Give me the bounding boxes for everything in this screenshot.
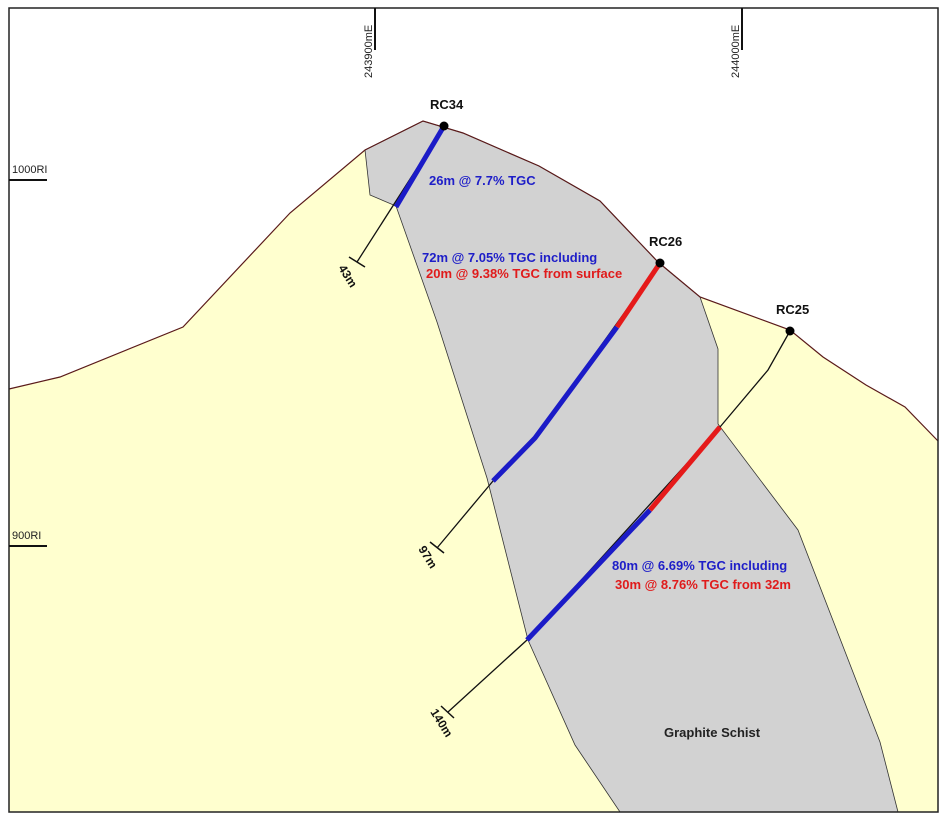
rl-label-900: 900RI bbox=[12, 530, 41, 542]
unit-label-graphite-schist: Graphite Schist bbox=[664, 725, 761, 740]
map-frame bbox=[8, 7, 939, 813]
blue-intercept-rc26 bbox=[491, 325, 620, 483]
rl-label-1000: 1000RI bbox=[12, 164, 47, 176]
topography-line bbox=[8, 120, 939, 442]
intercept-text-rc26-main: 72m @ 7.05% TGC including bbox=[422, 250, 597, 265]
intercept-text-rc34: 26m @ 7.7% TGC bbox=[429, 173, 536, 188]
blue-intercept-rc25 bbox=[525, 508, 652, 642]
end-tick-rc26 bbox=[429, 541, 445, 554]
easting-label-243900: 243900mE bbox=[363, 25, 375, 78]
collar-rc26 bbox=[655, 258, 665, 268]
hole-label-rc25: RC25 bbox=[776, 302, 809, 317]
hole-label-rc26: RC26 bbox=[649, 234, 682, 249]
intercept-text-rc25-main: 80m @ 6.69% TGC including bbox=[612, 558, 787, 573]
collar-rc34 bbox=[439, 121, 449, 131]
easting-label-244000: 244000mE bbox=[730, 25, 742, 78]
intercept-text-rc25-sub: 30m @ 8.76% TGC from 32m bbox=[615, 577, 791, 592]
end-tick-rc25 bbox=[440, 705, 455, 719]
drillhole-rc26: RC26 97m bbox=[415, 234, 682, 571]
intercept-text-rc26-sub: 20m @ 9.38% TGC from surface bbox=[426, 266, 622, 281]
end-tick-rc34 bbox=[348, 256, 366, 268]
red-intercept-rc26 bbox=[614, 261, 663, 329]
blue-intercept-rc34 bbox=[393, 124, 447, 209]
red-intercept-rc25 bbox=[648, 425, 722, 512]
collar-rc25 bbox=[785, 326, 795, 336]
hole-label-rc34: RC34 bbox=[430, 97, 464, 112]
